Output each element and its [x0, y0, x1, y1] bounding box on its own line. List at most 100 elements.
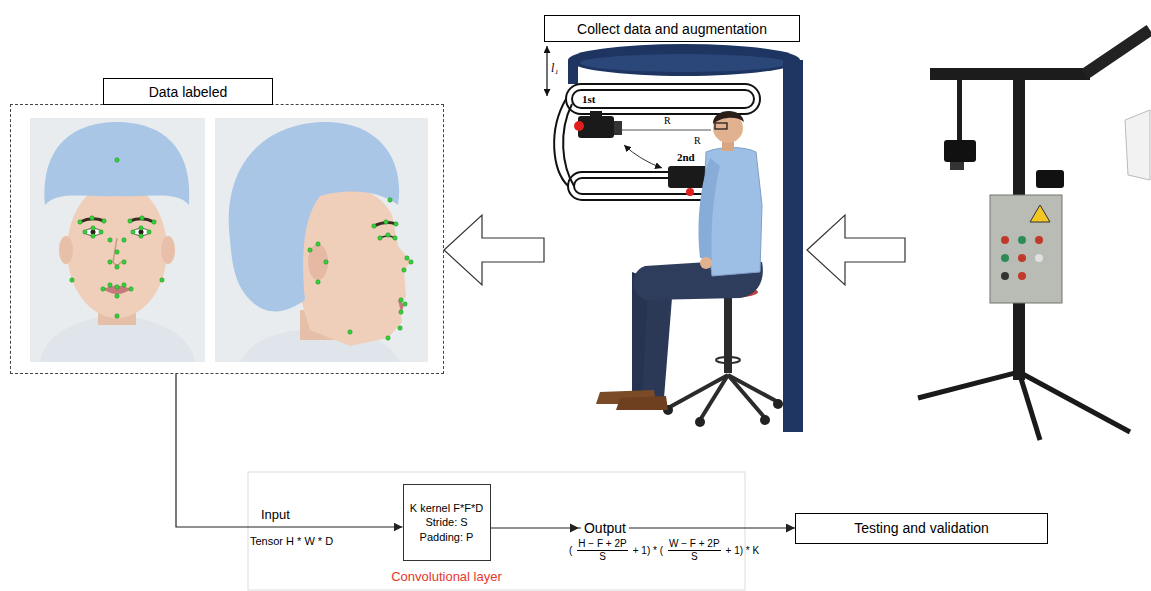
capture-rig-part — [568, 44, 800, 76]
landmark-dot — [122, 283, 126, 287]
panel-heading: Data labeled — [103, 78, 273, 105]
box-text: K kernel F*F*D — [410, 501, 483, 515]
tripod-rig-photo-part — [1018, 254, 1026, 262]
seated-person-part — [700, 257, 712, 269]
capture-rig-part — [572, 90, 754, 108]
capture-region: Collect data and augmentation — [544, 15, 806, 432]
landmark-dot — [160, 278, 164, 282]
landmark-dot — [324, 260, 328, 264]
capture-rig-part — [622, 130, 711, 131]
face-photo-front-part — [103, 286, 131, 295]
tripod-rig-photo-part — [1018, 272, 1026, 280]
camera-label: 1st — [582, 93, 595, 106]
landmark-dot — [122, 238, 126, 242]
capture-rig-part — [568, 60, 578, 84]
landmark-dot — [316, 242, 320, 246]
face-photo-front-part — [59, 236, 73, 264]
box-caption: Convolutional layer — [391, 569, 502, 584]
landmark-dot — [115, 294, 119, 298]
box-text: Padding: P — [420, 530, 474, 544]
seated-person-part — [700, 375, 728, 420]
seated-person-part — [773, 399, 783, 409]
face-photo-profile-part — [229, 122, 399, 312]
landmark-dot — [122, 260, 126, 264]
fraction: W − F + 2PS — [668, 538, 721, 563]
landmark-dot — [372, 224, 376, 228]
tripod-rig-photo-part — [1035, 236, 1043, 244]
formula-part: + 1) * K — [725, 545, 761, 557]
tripod-rig-photo — [918, 30, 1150, 440]
landmark-dot — [393, 236, 397, 240]
camera-label: 2nd — [677, 151, 695, 164]
landmark-dot — [115, 285, 119, 289]
seated-person-part — [698, 158, 720, 260]
landmark-dot — [90, 216, 94, 220]
seated-person-part — [760, 415, 770, 425]
tripod-rig-photo-part — [1035, 254, 1043, 262]
capture-rig-part — [566, 84, 760, 114]
seated-person-part — [642, 290, 672, 398]
formula-text: W − F + 2P — [668, 538, 721, 551]
tripod-rig-photo-part — [1125, 110, 1150, 180]
capture-rig-part — [783, 60, 803, 432]
seated-person — [596, 111, 783, 427]
tripod-rig-photo-part — [944, 140, 976, 162]
formula-frame — [248, 472, 745, 590]
capture-rig-part — [590, 111, 602, 117]
tripod-rig-photo-part — [1018, 236, 1026, 244]
landmark-dot — [348, 330, 352, 334]
tensor-label: Tensor H * W * D — [250, 535, 333, 548]
capture-rig-part — [624, 145, 662, 168]
landmark-dot — [398, 326, 402, 330]
landmark-dot — [405, 256, 409, 260]
face-photo-front-part — [113, 238, 121, 265]
radius-label: R — [694, 135, 701, 147]
landmark-dot — [394, 222, 398, 226]
capture-rig-part — [563, 104, 574, 186]
landmark-dot — [409, 260, 413, 264]
fraction: H − F + 2PS — [577, 538, 627, 563]
hollow-arrow-part — [807, 215, 905, 285]
tripod-rig-photo-part — [957, 80, 962, 140]
seated-person-part — [695, 417, 705, 427]
hollow-arrow — [807, 215, 905, 285]
capture-rig-part — [686, 188, 694, 196]
edge-label: Output — [581, 520, 629, 536]
landmark-dot — [78, 220, 82, 224]
tripod-rig-photo-part — [1001, 236, 1009, 244]
face-photo-front-part — [45, 122, 190, 205]
face-photo-profile-part — [215, 118, 428, 362]
landmark-dot — [399, 298, 403, 302]
formula: (H − F + 2PS+ 1) * (W − F + 2PS+ 1) * K — [566, 538, 762, 563]
tripod-rig-photo-part — [1001, 272, 1009, 280]
connector-group — [491, 524, 796, 533]
face-photo-profile-part — [308, 244, 328, 280]
landmark-dot — [378, 236, 382, 240]
tripod-rig-photo-part — [990, 195, 1062, 303]
landmark-dot — [139, 234, 143, 238]
formula-text: + 1) * ( — [632, 545, 664, 557]
landmark-dot — [384, 220, 388, 224]
landmark-dot — [115, 250, 119, 254]
capture-rig-part — [614, 121, 622, 135]
landmark-dot — [115, 265, 119, 269]
landmark-dot — [403, 302, 407, 306]
landmark-dot — [308, 248, 312, 252]
seated-person-part — [616, 396, 668, 410]
radius-label: R — [664, 115, 671, 127]
landmark-dot — [91, 234, 95, 238]
face-photo-front-part — [161, 236, 175, 264]
box-text: Stride: S — [425, 515, 467, 529]
seated-person-part — [728, 375, 765, 418]
landmark-dot — [108, 260, 112, 264]
landmark-dot — [102, 219, 106, 223]
landmark-dot — [108, 238, 112, 242]
connector-group — [444, 215, 544, 285]
landmark-dots — [70, 158, 413, 340]
box-text: Testing and validation — [854, 519, 989, 537]
landmark-dot — [115, 158, 119, 162]
tripod-rig-photo-part — [1036, 170, 1064, 188]
seated-person-part — [724, 298, 732, 373]
landmark-dot — [70, 278, 74, 282]
